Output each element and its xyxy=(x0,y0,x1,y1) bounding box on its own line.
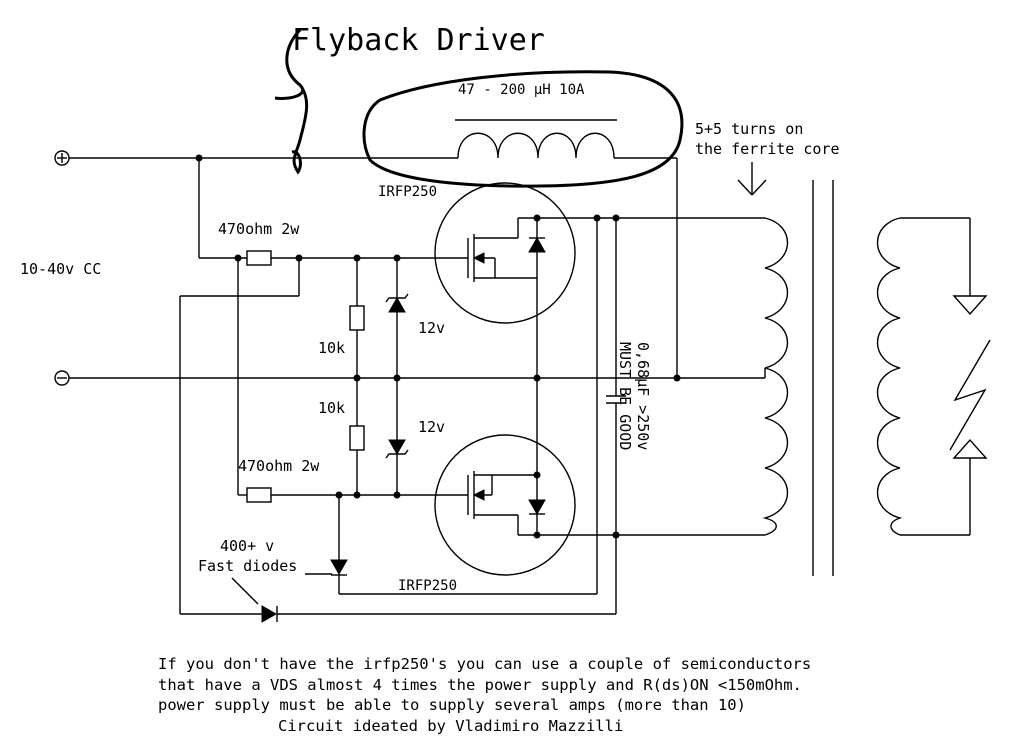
transformer-primary xyxy=(762,217,789,536)
mosfet-bottom-label: IRFP250 xyxy=(398,578,457,594)
zener-top-label: 12v xyxy=(418,319,445,337)
fast-diode-2 xyxy=(180,605,616,623)
plus-terminal xyxy=(54,150,70,166)
resistor-10k-top xyxy=(349,305,365,331)
capacitor-label-1: 0,68µF >250v xyxy=(634,342,652,450)
arrow-icon xyxy=(737,162,767,196)
supply-label: 10-40v CC xyxy=(20,260,101,278)
footer-line-3: power supply must be able to supply seve… xyxy=(158,696,746,714)
inductor-highlight-loop xyxy=(362,70,684,188)
spark-icon xyxy=(949,339,991,451)
title: Flyback Driver xyxy=(292,23,545,58)
mosfet-top-label: IRFP250 xyxy=(378,184,437,200)
mosfet-top xyxy=(434,182,576,378)
gate-row-top xyxy=(199,250,468,266)
diodes-label-1: 400+ v xyxy=(220,537,274,555)
resistor-470-bottom xyxy=(246,487,272,503)
inductor-label: 47 - 200 µH 10A xyxy=(458,82,585,98)
resistor-10k-bottom xyxy=(349,425,365,451)
top-rail xyxy=(69,119,678,378)
capacitor-label: 0,68µF >250v MUST BE GOOD xyxy=(616,342,652,450)
resistor-470-top xyxy=(246,250,272,266)
transformer-secondary xyxy=(876,217,988,536)
minus-terminal xyxy=(54,370,70,386)
mosfet-bottom xyxy=(434,378,616,576)
footer-line-2: that have a VDS almost 4 times the power… xyxy=(158,676,802,694)
diodes-label-2: Fast diodes xyxy=(198,557,297,575)
footer-line-1: If you don't have the irfp250's you can … xyxy=(158,655,811,673)
resistor-10k-top-label: 10k xyxy=(318,339,345,357)
fast-diode-1 xyxy=(330,495,597,595)
resistor-bottom-label: 470ohm 2w xyxy=(238,457,320,475)
resistor-top-label: 470ohm 2w xyxy=(218,220,300,238)
junction xyxy=(195,154,203,162)
footer-credit: Circuit ideated by Vladimiro Mazzilli xyxy=(278,717,623,735)
gate-row-bottom xyxy=(238,487,468,503)
core-note-2: the ferrite core xyxy=(695,140,840,158)
resistor-10k-bottom-label: 10k xyxy=(318,399,345,417)
ground-rail xyxy=(69,374,765,382)
drain-wiring xyxy=(537,214,765,614)
capacitor-label-2: MUST BE GOOD xyxy=(616,342,634,450)
zener-bottom-label: 12v xyxy=(418,418,445,436)
core-note-1: 5+5 turns on xyxy=(695,120,803,138)
leader-line xyxy=(231,577,259,605)
